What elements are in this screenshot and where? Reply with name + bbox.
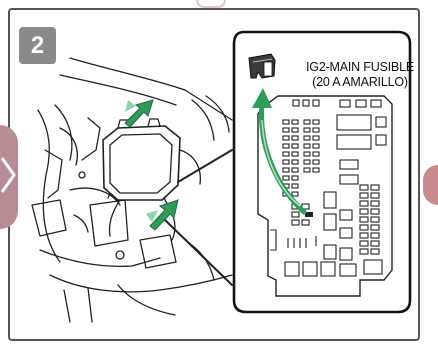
fuse-name-label: IG2-MAIN FUSIBLE	[280, 60, 438, 75]
green-arrow-icon	[146, 200, 178, 230]
fuse-callout-label: IG2-MAIN FUSIBLE (20 A AMARILLO)	[280, 60, 438, 90]
fuse-icon	[249, 54, 275, 78]
fuse-rating-label: (20 A AMARILLO)	[280, 75, 438, 90]
